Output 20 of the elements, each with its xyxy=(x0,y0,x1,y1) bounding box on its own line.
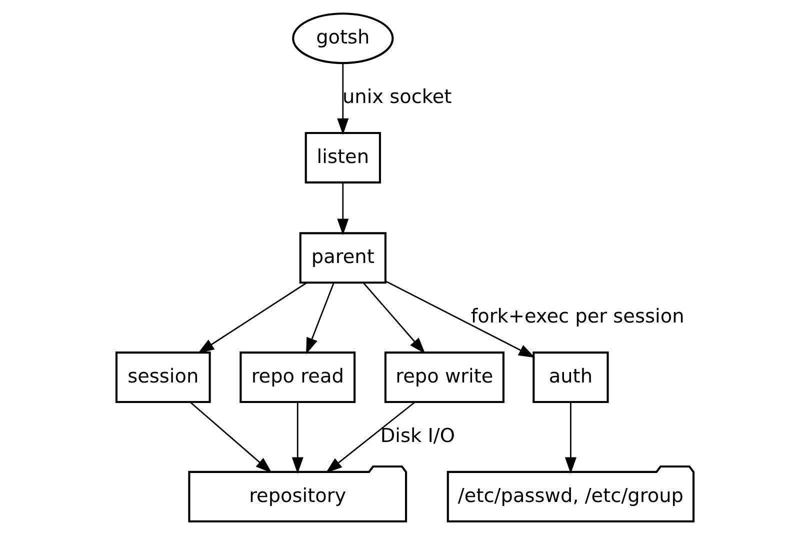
arrow xyxy=(291,402,303,474)
node-box: session xyxy=(114,352,210,403)
edge-label: unix socket xyxy=(342,85,452,108)
edge-label: fork+exec per session xyxy=(470,304,684,328)
arrow xyxy=(384,280,535,358)
node-box: listen xyxy=(304,132,380,184)
node-box: repo write xyxy=(384,352,504,403)
node-box: auth xyxy=(532,352,608,403)
arrow xyxy=(197,282,306,354)
node-box: parent xyxy=(298,232,386,284)
edge-label: Disk I/O xyxy=(380,424,454,448)
arrow xyxy=(306,282,334,354)
arrow xyxy=(189,402,272,474)
arrow xyxy=(336,182,348,236)
arrow xyxy=(336,63,348,135)
node-box: repo read xyxy=(239,352,356,403)
node-ellipse: gotsh xyxy=(292,12,394,64)
arrow xyxy=(325,402,415,473)
arrow xyxy=(362,282,425,354)
arrow xyxy=(564,402,576,474)
